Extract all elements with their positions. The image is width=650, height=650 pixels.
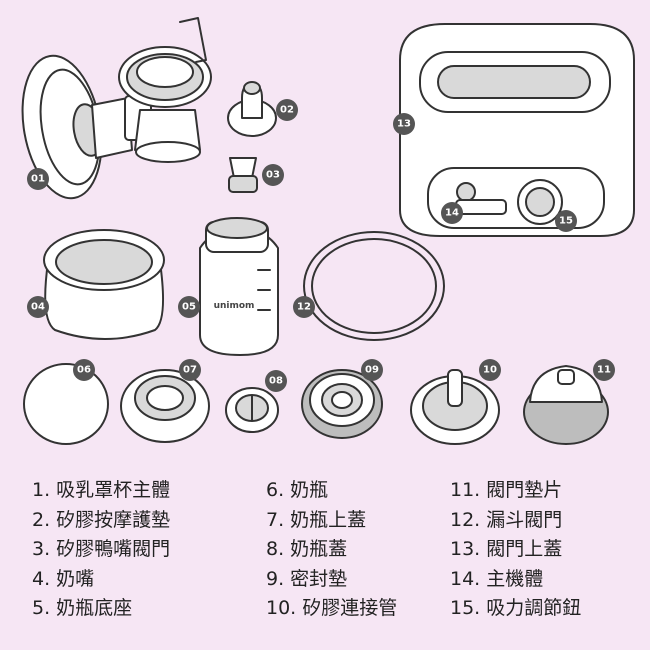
silicone-ring-illustration: [303, 231, 445, 341]
bottle-base-illustration: [43, 229, 165, 340]
legend-item-12: 12. 漏斗閥門: [450, 508, 563, 531]
legend-column-2: 6. 奶瓶 7. 奶瓶上蓋 8. 奶瓶蓋 9. 密封墊 10. 矽膠連接管: [266, 476, 397, 624]
bottle-illustration: unimom: [199, 217, 279, 356]
legend-item-9: 9. 密封墊: [266, 567, 348, 590]
svg-text:06: 06: [77, 365, 91, 376]
silicone-pad-illustration: [23, 363, 109, 445]
svg-text:12: 12: [297, 302, 311, 313]
legend-item-2: 2. 矽膠按摩護墊: [32, 508, 171, 531]
svg-text:04: 04: [31, 302, 45, 313]
callout-03: 03: [262, 164, 284, 186]
legend-item-1: 1. 吸乳罩杯主體: [32, 479, 171, 501]
svg-text:14: 14: [445, 208, 459, 219]
callout-08: 08: [265, 370, 287, 392]
duckbill-valve-illustration: [228, 157, 258, 193]
legend-item-15: 15. 吸力調節鈕: [450, 597, 582, 619]
svg-text:08: 08: [269, 376, 283, 387]
callout-13: 13: [393, 113, 415, 135]
svg-text:03: 03: [266, 170, 280, 181]
callout-14: 14: [441, 202, 463, 224]
bottle-cap-illustration: [225, 387, 279, 433]
legend-item-4: 4. 奶嘴: [32, 567, 95, 590]
callout-01: 01: [27, 168, 49, 190]
callout-09: 09: [361, 359, 383, 381]
legend-item-14: 14. 主機體: [450, 567, 544, 590]
legend-item-11: 11. 閥門墊片: [450, 479, 563, 501]
callout-12: 12: [293, 296, 315, 318]
parts-legend: 1. 吸乳罩杯主體 2. 矽膠按摩護墊 3. 矽膠鴨嘴閥門 4. 奶嘴 5. 奶…: [0, 476, 650, 646]
svg-text:01: 01: [31, 174, 45, 185]
breast-shield-assembly-illustration: [21, 17, 212, 200]
callout-05: 05: [178, 296, 200, 318]
callout-06: 06: [73, 359, 95, 381]
legend-column-1: 1. 吸乳罩杯主體 2. 矽膠按摩護墊 3. 矽膠鴨嘴閥門 4. 奶嘴 5. 奶…: [32, 476, 170, 624]
legend-item-13: 13. 閥門上蓋: [450, 538, 563, 560]
bottle-brand-label: unimom: [214, 301, 255, 311]
svg-text:10: 10: [483, 365, 497, 376]
legend-item-8: 8. 奶瓶蓋: [266, 538, 348, 560]
callout-10: 10: [479, 359, 501, 381]
svg-text:09: 09: [365, 365, 379, 376]
parts-diagram: unimom: [21, 17, 635, 445]
legend-column-3: 11. 閥門墊片 12. 漏斗閥門 13. 閥門上蓋 14. 主機體 15. 吸…: [450, 476, 581, 624]
svg-text:02: 02: [280, 105, 294, 116]
svg-text:11: 11: [597, 365, 611, 376]
legend-item-5: 5. 奶瓶底座: [32, 597, 133, 619]
callout-15: 15: [555, 210, 577, 232]
callout-04: 04: [27, 296, 49, 318]
nipple-illustration: [227, 81, 277, 137]
sealing-gasket-illustration: [301, 369, 383, 439]
legend-item-3: 3. 矽膠鴨嘴閥門: [32, 538, 171, 560]
legend-item-7: 7. 奶瓶上蓋: [266, 508, 367, 531]
svg-text:13: 13: [397, 119, 411, 130]
callout-11: 11: [593, 359, 615, 381]
bottle-top-cover-illustration: [120, 369, 210, 443]
callout-02: 02: [276, 99, 298, 121]
legend-item-10: 10. 矽膠連接管: [266, 597, 398, 619]
svg-text:15: 15: [559, 216, 573, 227]
svg-text:05: 05: [182, 302, 196, 313]
motor-unit-illustration: [399, 23, 635, 237]
valve-gasket-illustration: [523, 365, 609, 445]
connector-tube-illustration: [410, 369, 500, 445]
legend-item-6: 6. 奶瓶: [266, 479, 329, 501]
callout-07: 07: [179, 359, 201, 381]
svg-text:07: 07: [183, 365, 197, 376]
